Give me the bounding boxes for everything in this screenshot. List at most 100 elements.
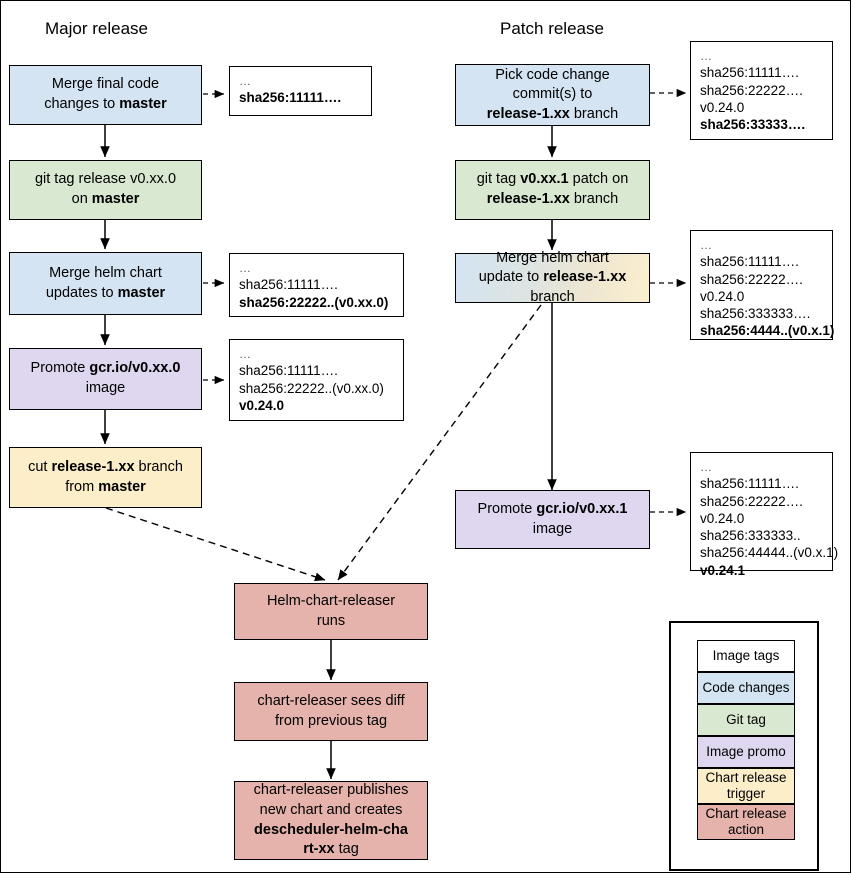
tag-line: sha256:22222….: [700, 493, 803, 509]
node-line: update to: [478, 269, 544, 286]
legend-item-label: Image promo: [706, 743, 786, 759]
tag-line: …: [700, 238, 713, 252]
node-emphasis: release-1.xx: [51, 458, 135, 475]
node-line: branch: [569, 105, 619, 122]
tag-line: sha256:11111….: [239, 363, 338, 379]
node-emphasis: master: [119, 96, 167, 112]
node-line: git tag: [476, 171, 521, 188]
tag-line: sha256:11111….: [700, 476, 799, 492]
major-release-title: Major release: [45, 19, 148, 38]
legend-item-label: Image tags: [712, 647, 780, 663]
node-emphasis: gcr.io/v0.xx.0: [89, 360, 181, 377]
tag-line: …: [239, 74, 252, 88]
node-line: commit(s) to: [512, 86, 593, 103]
legend-item-image-tags[interactable]: Image tags: [697, 640, 795, 672]
node-merge-final-code[interactable]: Merge final code changes to master: [9, 65, 202, 125]
tag-line: …: [239, 347, 252, 361]
node-git-tag-patch[interactable]: git tag v0.xx.1 patch on release-1.xx br…: [455, 160, 650, 220]
tag-line: sha256:11111….: [700, 254, 799, 270]
tag-line: sha256:4444..(v0.x.1): [700, 323, 835, 339]
patch-release-title: Patch release: [500, 19, 604, 38]
node-line: image: [85, 380, 126, 396]
legend-item-image-promo[interactable]: Image promo: [697, 736, 795, 768]
node-emphasis: rt-xx: [303, 841, 335, 858]
tag-line: sha256:333333..: [700, 528, 801, 544]
node-line: patch on: [568, 171, 629, 188]
legend-frame: Image tags Code changes Git tag Image pr…: [669, 621, 819, 871]
tag-line: …: [700, 49, 713, 63]
legend-item-label: Git tag: [726, 711, 766, 727]
tag-line: sha256:33333….: [700, 117, 806, 133]
node-promote-image-patch[interactable]: Promote gcr.io/v0.xx.1 image: [455, 490, 650, 549]
node-helm-chart-releaser-runs[interactable]: Helm-chart-releaser runs: [234, 583, 428, 640]
tagbox-after-promote-major: … sha256:11111…. sha256:22222..(v0.xx.0)…: [229, 339, 404, 421]
node-line: on: [71, 191, 92, 207]
node-pick-code-change[interactable]: Pick code change commit(s) to release-1.…: [455, 64, 650, 126]
node-line: runs: [316, 612, 346, 629]
node-chart-releaser-sees-diff[interactable]: chart-releaser sees diff from previous t…: [234, 682, 428, 741]
tag-line: sha256:22222..(v0.xx.0): [239, 380, 384, 396]
node-line: branch: [530, 288, 575, 305]
tagbox-after-promote-patch: … sha256:11111…. sha256:22222…. v0.24.0 …: [690, 452, 839, 578]
node-emphasis: master: [91, 191, 140, 207]
tag-line: v0.24.0: [700, 288, 745, 304]
node-emphasis: master: [98, 478, 146, 495]
node-emphasis: release-1.xx: [486, 191, 570, 207]
node-git-tag-release[interactable]: git tag release v0.xx.0 on master: [9, 160, 202, 220]
tagbox-after-pick-code-change: … sha256:11111…. sha256:22222…. v0.24.0 …: [690, 41, 833, 140]
tag-line: …: [700, 460, 713, 474]
legend-item-git-tag[interactable]: Git tag: [697, 704, 795, 736]
node-line: Merge helm chart: [49, 264, 162, 281]
tagbox-after-merge-final-code: … sha256:11111….: [229, 66, 372, 116]
node-line: Promote: [477, 500, 537, 517]
legend-item-chart-release-action[interactable]: Chart release action: [697, 804, 795, 840]
node-merge-helm-chart-master[interactable]: Merge helm chart updates to master: [9, 252, 202, 315]
tag-line: sha256:333333….: [700, 306, 811, 322]
tag-line: sha256:44444..(v0.x.1): [700, 545, 839, 561]
node-line: Helm-chart-releaser: [266, 592, 396, 609]
tag-line: sha256:11111….: [239, 277, 338, 293]
node-emphasis: v0.xx.1: [520, 171, 569, 188]
node-line: chart-releaser sees diff: [257, 692, 405, 709]
node-cut-release-branch[interactable]: cut release-1.xx branch from master: [9, 447, 202, 508]
node-line: cut: [28, 458, 52, 475]
legend-item-label: Code changes: [702, 679, 790, 695]
node-promote-image-major[interactable]: Promote gcr.io/v0.xx.0 image: [9, 348, 202, 410]
node-emphasis: master: [117, 284, 166, 301]
node-emphasis: release-1.xx: [543, 269, 627, 286]
node-line: Merge final code: [51, 76, 160, 93]
node-line: Pick code change: [495, 66, 610, 83]
node-line: Promote: [30, 360, 90, 377]
node-line: branch: [569, 191, 619, 207]
node-line: from: [65, 478, 99, 495]
node-line: new chart and creates: [259, 801, 403, 818]
edge-dashed-cutbranch-to-crruns: [105, 507, 326, 582]
node-line: from previous tag: [274, 712, 388, 729]
tagbox-after-merge-helm-master: … sha256:11111…. sha256:22222..(v0.xx.0): [229, 253, 404, 317]
node-line: updates to: [45, 284, 118, 301]
tagbox-after-merge-helm-release-branch: … sha256:11111…. sha256:22222…. v0.24.0 …: [690, 230, 835, 340]
tag-line: sha256:22222….: [700, 271, 803, 287]
tag-line: v0.24.0: [700, 510, 745, 526]
node-line: chart-releaser publishes: [253, 782, 409, 799]
node-line: tag: [334, 841, 359, 858]
node-line: image: [532, 520, 573, 537]
node-line: branch: [134, 458, 183, 475]
legend-item-chart-release-trigger[interactable]: Chart release trigger: [697, 768, 795, 804]
tag-line: sha256:22222….: [700, 82, 803, 98]
node-chart-releaser-publishes[interactable]: chart-releaser publishes new chart and c…: [234, 781, 428, 860]
node-line: changes to: [44, 96, 120, 112]
tag-line: sha256:22222..(v0.xx.0): [239, 294, 389, 310]
node-line: Merge helm chart: [496, 249, 609, 266]
tag-line: …: [239, 261, 252, 275]
tag-line: v0.24.0: [239, 397, 285, 413]
legend-item-label: Chart release trigger: [705, 769, 787, 801]
tag-line: v0.24.1: [700, 562, 746, 578]
tag-line: v0.24.0: [700, 99, 745, 115]
node-merge-helm-chart-release-branch[interactable]: Merge helm chart update to release-1.xx …: [455, 249, 650, 305]
legend-item-code-changes[interactable]: Code changes: [697, 672, 795, 704]
tag-line: sha256:11111….: [239, 90, 342, 106]
node-emphasis: release-1.xx: [486, 105, 570, 122]
legend-item-label: Chart release action: [705, 805, 787, 837]
